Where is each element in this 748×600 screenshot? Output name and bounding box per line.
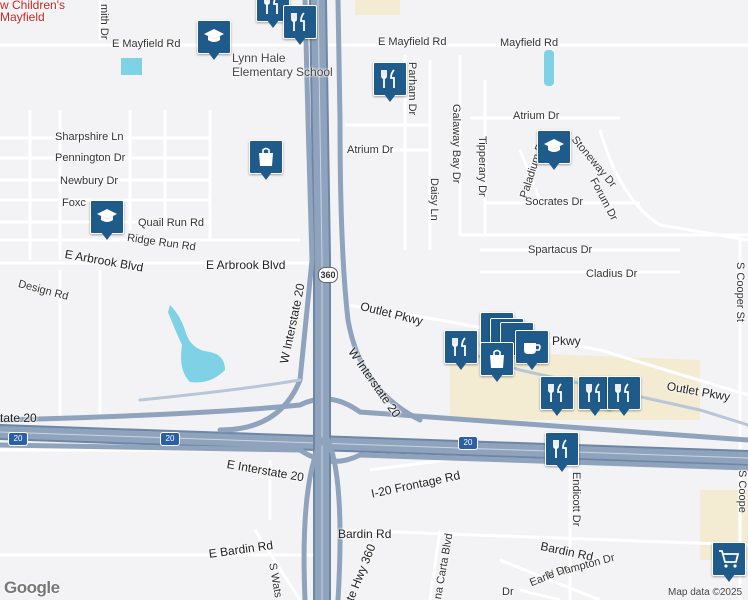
shopping-bag-icon <box>490 349 504 368</box>
pennington-dr-label: Pennington Dr <box>55 152 126 164</box>
school-marker-socrates[interactable] <box>537 130 571 172</box>
shopping-bag-icon <box>259 147 273 166</box>
tipperary-dr-label: Tipperary Dr <box>476 136 488 197</box>
restaurant-icon <box>615 383 629 402</box>
quail-run-rd-label: Quail Run Rd <box>138 217 205 229</box>
school-marker-mayfield[interactable] <box>197 20 231 62</box>
restaurant-marker-top-2[interactable] <box>283 5 317 47</box>
atrium-dr-north-label: Atrium Dr <box>513 110 560 122</box>
daisy-ln-label: Daisy Ln <box>428 178 440 221</box>
restaurant-icon <box>586 383 600 402</box>
smith-dr-label: mith Dr <box>98 4 110 40</box>
mayfield-area-label: Mayfield <box>0 10 45 24</box>
cafe-marker-outlet[interactable] <box>515 330 549 372</box>
pkwy-label: Pkwy <box>552 334 581 348</box>
spartacus-dr-label: Spartacus Dr <box>528 244 593 256</box>
school-icon <box>97 209 117 222</box>
restaurant-icon <box>291 12 305 31</box>
atrium-dr-label: Atrium Dr <box>347 144 394 156</box>
shopping-marker-outlet[interactable] <box>480 342 514 384</box>
restaurant-marker-east-2[interactable] <box>578 376 612 418</box>
s-cooper-st-label: S Cooper St <box>734 262 746 322</box>
map-data-attribution[interactable]: Map data ©2025 <box>668 587 743 598</box>
restaurant-marker-i20[interactable] <box>545 432 579 474</box>
elementary-school-label: Elementary School <box>232 65 333 79</box>
school-icon <box>204 29 224 42</box>
endicott-dr-label: Endicott Dr <box>570 472 582 527</box>
grocery-marker-cooper[interactable] <box>712 542 746 584</box>
restaurant-marker-east-1[interactable] <box>540 376 574 418</box>
i20-shield-east: 20 <box>458 436 478 450</box>
restaurant-marker-parham[interactable] <box>373 62 407 104</box>
i20-shield-west: 20 <box>8 432 28 446</box>
dr-small-label: Dr <box>502 586 514 598</box>
restaurant-icon <box>264 0 278 14</box>
sharpshire-ln-label: Sharpshire Ln <box>55 131 124 143</box>
coffee-cup-icon <box>524 343 541 354</box>
e-mayfield-rd-west-label: E Mayfield Rd <box>112 38 181 50</box>
sh-360-shield: 360 <box>318 267 338 283</box>
restaurant-icon <box>452 337 466 356</box>
school-marker-quail[interactable] <box>90 200 124 242</box>
restaurant-icon <box>548 383 562 402</box>
socrates-dr-label: Socrates Dr <box>525 196 584 208</box>
lynn-hale-label: Lynn Hale <box>232 51 286 65</box>
newbury-dr-label: Newbury Dr <box>60 175 119 187</box>
s-coope-label: S Coope <box>736 470 748 513</box>
school-icon <box>544 139 564 152</box>
shopping-marker-west[interactable] <box>249 140 283 182</box>
restaurant-icon <box>553 439 567 458</box>
e-arbrook-blvd-label: E Arbrook Blvd <box>206 258 286 272</box>
restaurant-marker-outlet[interactable] <box>444 330 478 372</box>
shopping-cart-icon <box>719 550 740 568</box>
bardin-rd-mid-label: Bardin Rd <box>338 527 392 541</box>
foxc-label: Foxc <box>62 197 86 209</box>
restaurant-marker-top-1[interactable] <box>256 0 290 30</box>
restaurant-icon <box>381 69 395 88</box>
cladius-dr-label: Cladius Dr <box>586 268 638 280</box>
galaway-bay-dr-label: Galaway Bay Dr <box>450 104 462 184</box>
e-mayfield-rd-east-label: E Mayfield Rd <box>378 36 447 48</box>
interstate-20-west-label: tate 20 <box>0 411 37 425</box>
mayfield-rd-label: Mayfield Rd <box>500 37 559 49</box>
i20-shield-mid: 20 <box>160 432 180 446</box>
parham-dr-label: Parham Dr <box>406 62 418 116</box>
childrens-label: w Children's <box>0 0 65 12</box>
restaurant-marker-east-3[interactable] <box>607 376 641 418</box>
google-logo[interactable]: Google <box>4 578 60 597</box>
